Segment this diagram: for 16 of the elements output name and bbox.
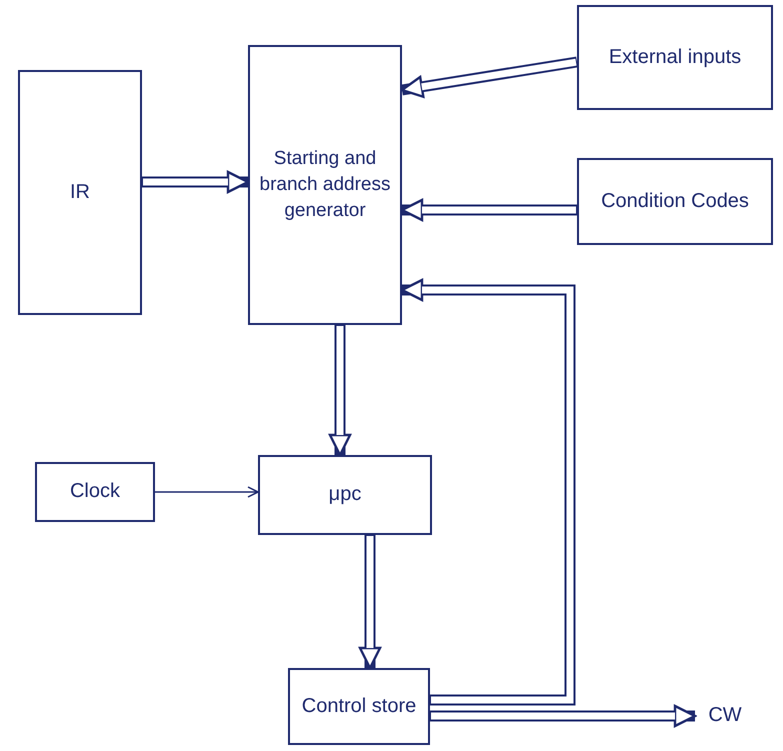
hollow-arrow bbox=[142, 170, 250, 194]
hollow-arrow bbox=[328, 325, 352, 456]
process-box: Control store bbox=[288, 668, 430, 745]
process-box: External inputs bbox=[577, 5, 773, 110]
process-box: Clock bbox=[35, 462, 155, 522]
process-box: Starting and branch address generator bbox=[248, 45, 402, 325]
arrow bbox=[155, 486, 259, 498]
process-box: IR bbox=[18, 70, 142, 315]
process-box: Condition Codes bbox=[577, 158, 773, 245]
hollow-arrow bbox=[430, 704, 696, 728]
output-label: CW bbox=[695, 700, 755, 732]
hollow-arrow bbox=[358, 535, 382, 670]
hollow-arrow bbox=[400, 56, 578, 98]
hollow-arrow bbox=[400, 278, 576, 706]
process-box: μpc bbox=[258, 455, 432, 535]
hollow-arrow bbox=[400, 198, 577, 222]
